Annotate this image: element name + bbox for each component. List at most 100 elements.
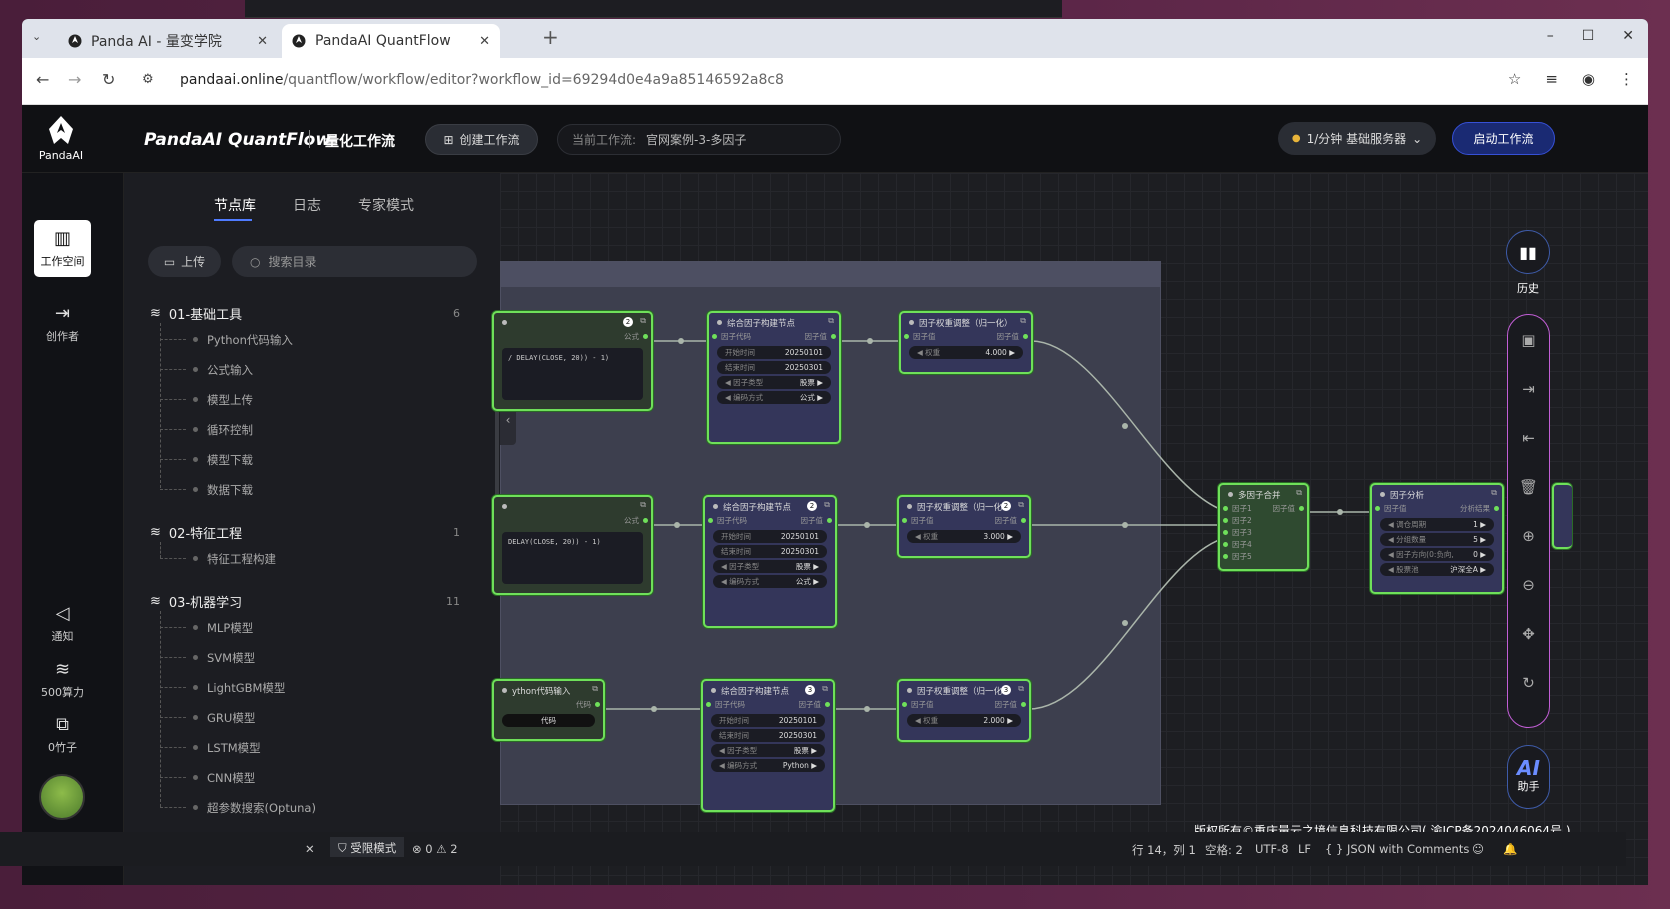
list-item[interactable]: LSTM模型: [207, 741, 261, 755]
close-tab-icon[interactable]: ✕: [479, 33, 490, 49]
group-header[interactable]: [501, 262, 1160, 287]
language-mode[interactable]: { } JSON with Comments: [1325, 842, 1470, 856]
formula-editor[interactable]: / DELAY(CLOSE, 20)) - 1): [502, 348, 643, 400]
indent-setting[interactable]: 空格: 2: [1205, 843, 1243, 857]
start-workflow-button[interactable]: 启动工作流: [1452, 122, 1555, 155]
save-icon[interactable]: ▣: [1521, 331, 1536, 349]
list-item[interactable]: 公式输入: [207, 363, 253, 377]
formula-node-1[interactable]: 2⧉ 公式 / DELAY(CLOSE, 20)) - 1): [492, 311, 653, 411]
factor-type-select[interactable]: ◀ 因子类型股票 ▶: [717, 376, 831, 389]
export-icon[interactable]: ⇥: [1522, 380, 1535, 398]
stock-pool-select[interactable]: ◀ 股票池沪深全A ▶: [1380, 563, 1494, 576]
logo[interactable]: PandaAI: [38, 115, 84, 162]
factor-type-select[interactable]: ◀ 因子类型股票 ▶: [711, 744, 825, 757]
avatar[interactable]: [39, 774, 85, 820]
zoom-in-icon[interactable]: ⊕: [1522, 527, 1535, 545]
tab-log[interactable]: 日志: [293, 198, 321, 214]
forward-icon[interactable]: →: [68, 70, 82, 89]
encoding-select[interactable]: ◀ 编码方式公式 ▶: [717, 391, 831, 404]
category-feature-engineering[interactable]: ≋ 02-特征工程 1: [150, 525, 460, 542]
feedback-icon[interactable]: ☺: [1472, 842, 1484, 856]
direction-stepper[interactable]: ◀ 因子方向(0:负向,0 ▶: [1380, 548, 1494, 561]
nav-workspace[interactable]: ▥ 工作空间: [34, 220, 91, 277]
formula-editor[interactable]: DELAY(CLOSE, 20)) - 1): [502, 532, 643, 584]
category-machine-learning[interactable]: ≋ 03-机器学习 11: [150, 594, 460, 611]
history-button[interactable]: ▮▮ 历史: [1505, 230, 1551, 298]
list-item[interactable]: 循环控制: [207, 423, 253, 437]
media-icon[interactable]: ≡: [1545, 70, 1558, 88]
eol-setting[interactable]: LF: [1298, 842, 1312, 856]
nav-notification[interactable]: ◁ 通知: [34, 603, 91, 644]
restricted-mode-badge[interactable]: ⛉ 受限模式: [330, 837, 405, 857]
list-item[interactable]: GRU模型: [207, 711, 256, 725]
minimize-icon[interactable]: –: [1546, 28, 1554, 44]
python-code-node[interactable]: ython代码输入⧉ 代码 代码: [492, 679, 605, 741]
list-item[interactable]: 模型下载: [207, 453, 253, 467]
encoding-setting[interactable]: UTF-8: [1255, 842, 1289, 856]
search-input[interactable]: ○ 搜索目录: [232, 246, 477, 277]
list-item[interactable]: 模型上传: [207, 393, 253, 407]
tab-list-chevron-icon[interactable]: ⌄: [32, 30, 42, 43]
partial-node[interactable]: [1552, 483, 1572, 549]
cursor-position[interactable]: 行 14，列 1: [1132, 843, 1196, 857]
new-tab-icon[interactable]: +: [542, 25, 559, 49]
ai-assistant-button[interactable]: AI 助手: [1507, 745, 1550, 809]
list-item[interactable]: 特征工程构建: [207, 552, 276, 566]
delete-icon[interactable]: 🗑: [1518, 478, 1539, 496]
import-icon[interactable]: ⇤: [1522, 429, 1535, 447]
url-field[interactable]: pandaai.online/quantflow/workflow/editor…: [180, 72, 784, 88]
problems-indicator[interactable]: ⊗ 0 ⚠ 2: [412, 842, 458, 856]
menu-icon[interactable]: ⋮: [1619, 70, 1634, 88]
current-workflow-field[interactable]: 当前工作流: 官网案例-3-多因子: [557, 124, 841, 155]
close-window-icon[interactable]: ✕: [1622, 28, 1634, 44]
list-item[interactable]: 数据下载: [207, 483, 253, 497]
bell-icon[interactable]: 🔔: [1503, 842, 1518, 856]
site-info-icon[interactable]: ⚙: [142, 72, 154, 87]
factor-type-select[interactable]: ◀ 因子类型股票 ▶: [713, 560, 827, 573]
fit-view-icon[interactable]: ✥: [1522, 625, 1535, 643]
browser-tab-1[interactable]: Panda AI - 量变学院 ✕: [58, 24, 278, 58]
create-workflow-button[interactable]: ⊞ 创建工作流: [425, 124, 538, 155]
upload-button[interactable]: ▭ 上传: [148, 246, 221, 277]
nav-compute[interactable]: ≋ 500算力: [34, 659, 91, 700]
zoom-out-icon[interactable]: ⊖: [1522, 576, 1535, 594]
nav-bamboo[interactable]: ⧉ 0竹子: [34, 714, 91, 755]
list-item[interactable]: LightGBM模型: [207, 681, 286, 695]
category-basic-tools[interactable]: ≋ 01-基础工具 6: [150, 306, 460, 323]
formula-node-2[interactable]: ⧉ 公式 DELAY(CLOSE, 20)) - 1): [492, 495, 653, 595]
list-item[interactable]: CNN模型: [207, 771, 256, 785]
maximize-icon[interactable]: ☐: [1581, 28, 1595, 44]
nav-creator[interactable]: ⇥ 创作者: [34, 303, 91, 344]
bookmark-star-icon[interactable]: ☆: [1507, 70, 1522, 88]
tab-node-library[interactable]: 节点库: [214, 198, 256, 214]
list-item[interactable]: Python代码输入: [207, 333, 293, 347]
back-icon[interactable]: ←: [36, 70, 50, 89]
close-tab-icon[interactable]: ✕: [257, 33, 268, 49]
list-item[interactable]: 超参数搜索(Optuna): [207, 801, 316, 815]
tab-expert-mode[interactable]: 专家模式: [358, 198, 414, 214]
refresh-icon[interactable]: ↻: [1522, 674, 1535, 692]
server-select[interactable]: ● 1/分钟 基础服务器 ⌄: [1278, 122, 1436, 155]
profile-icon[interactable]: ◉: [1581, 70, 1595, 88]
browser-tab-2[interactable]: PandaAI QuantFlow ✕: [282, 24, 500, 58]
reload-icon[interactable]: ↻: [102, 70, 116, 89]
panel-scrollbar[interactable]: [495, 343, 499, 523]
code-editor-button[interactable]: 代码: [502, 714, 595, 727]
workflow-canvas[interactable]: ‹: [492, 173, 1648, 885]
list-item[interactable]: MLP模型: [207, 621, 254, 635]
encoding-select[interactable]: ◀ 编码方式公式 ▶: [713, 575, 827, 588]
